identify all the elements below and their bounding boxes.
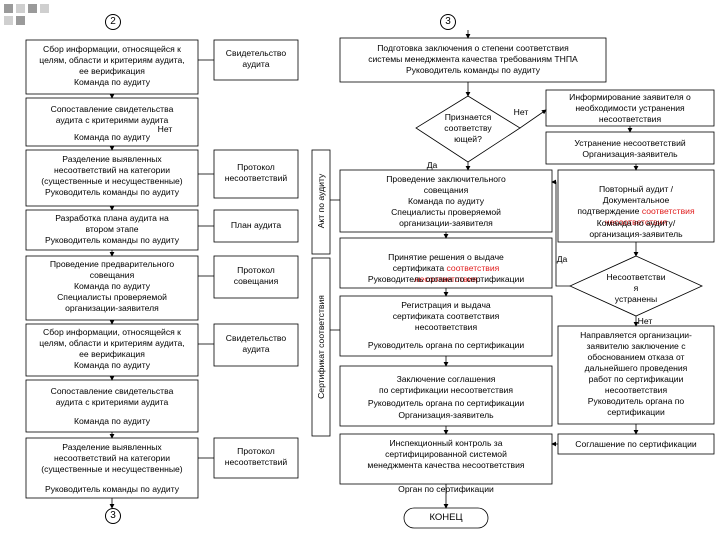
text-inspection: Инспекционный контроль за сертифицирован… xyxy=(367,438,525,470)
text-agreement: Заключение соглашения по сертификации не… xyxy=(378,374,513,395)
connector-2: 2 xyxy=(105,14,121,30)
text-no-mid: Нет xyxy=(513,107,529,117)
deco-square xyxy=(16,16,25,25)
text-decision-a: Принятие решения о выдаче сертификата xyxy=(388,252,504,273)
text-repeat-audit-team: Команда по аудиту/ организация-заявитель xyxy=(589,218,683,239)
vertical-act-label: Акт по аудиту xyxy=(316,173,326,229)
box-act xyxy=(311,149,331,255)
deco-square xyxy=(28,4,37,13)
text-repeat-audit-red: соответствия несоответствия xyxy=(604,206,695,227)
text-compare-evidence: Сопоставление свидетельства аудита с кри… xyxy=(50,104,174,125)
text-agreement-org: Организация-заявитель xyxy=(398,410,494,420)
box-certificate xyxy=(311,257,331,437)
text-decision: Принятие решения о выдаче сертификата со… xyxy=(340,241,552,285)
text-compare-evidence-2: Сопоставление свидетельства аудита с кри… xyxy=(50,386,174,407)
text-diamond-eliminated: Несоответстви я устранены xyxy=(606,272,666,304)
text-diamond-recognized: Признается соответству ющей? xyxy=(444,112,492,144)
connector-3: 3 xyxy=(440,14,456,30)
text-team-lead: Руководитель команды по аудиту xyxy=(44,484,180,494)
text-inspection-org: Орган по сертификации xyxy=(398,484,494,494)
text-final-meeting: Проведение заключительного совещания Ком… xyxy=(386,174,506,228)
doc-protocol-meeting xyxy=(213,255,299,299)
doc-text-evidence-1: Свидетельство аудита xyxy=(225,48,287,69)
text-no-right: Нет xyxy=(637,316,653,326)
text-no-left: Нет xyxy=(157,124,173,134)
text-repeat-audit: Повторный аудит / Документальное подтвер… xyxy=(558,173,714,228)
doc-text-protocol-1: Протокол несоответствий xyxy=(224,162,288,183)
doc-evidence-2 xyxy=(213,323,299,367)
vertical-certificate-label: Сертификат соответствия xyxy=(316,295,326,399)
deco-square xyxy=(40,4,49,13)
text-eliminate: Устранение несоответствий Организация-за… xyxy=(574,138,686,159)
text-decision-red: соответствия несоответствия xyxy=(414,263,500,284)
deco-square xyxy=(4,16,13,25)
text-refusal: Направляется организации- заявителю закл… xyxy=(580,330,692,417)
doc-text-protocol-meeting: Протокол совещания xyxy=(233,265,279,286)
doc-text-evidence-2: Свидетельство аудита xyxy=(225,333,287,354)
text-audit-team-2: Команда по аудиту xyxy=(73,416,151,426)
text-prepare-conclusion: Подготовка заключения о степени соответс… xyxy=(368,43,578,75)
text-agreement-lead: Руководитель органа по сертификации xyxy=(367,398,525,408)
text-plan: Разработка плана аудита на втором этапе … xyxy=(44,213,180,245)
text-collect-info: Сбор информации, относящейся к целям, об… xyxy=(39,44,185,87)
doc-text-plan: План аудита xyxy=(230,220,282,230)
text-repeat-audit-a: Повторный аудит / Документальное подтвер… xyxy=(577,184,674,216)
doc-text-protocol-2: Протокол несоответствий xyxy=(224,446,288,467)
text-audit-team: Команда по аудиту xyxy=(73,132,151,142)
text-inform-applicant: Информирование заявителя о необходимости… xyxy=(569,92,691,124)
text-split: Разделение выявленных несоответствий на … xyxy=(41,154,183,197)
text-collect-info-2: Сбор информации, относящейся к целям, об… xyxy=(39,327,185,370)
text-yes-mid: Да xyxy=(426,160,438,170)
text-end: КОНЕЦ xyxy=(429,512,463,523)
text-registration-lead: Руководитель органа по сертификации xyxy=(367,340,525,350)
text-registration: Регистрация и выдача сертификата соответ… xyxy=(392,300,500,332)
connector-3-bottom: 3 xyxy=(105,508,121,524)
text-agreement-right: Соглашение по сертификации xyxy=(575,439,697,449)
text-decision-lead: Руководитель органа по сертификации xyxy=(367,274,525,284)
text-yes-right: Да xyxy=(556,254,568,264)
text-prelim-meeting: Проведение предварительного совещания Ко… xyxy=(49,259,175,313)
deco-square xyxy=(16,4,25,13)
deco-square xyxy=(4,4,13,13)
box-prepare-conclusion xyxy=(339,37,607,83)
text-split-2: Разделение выявленных несоответствий на … xyxy=(41,442,183,474)
